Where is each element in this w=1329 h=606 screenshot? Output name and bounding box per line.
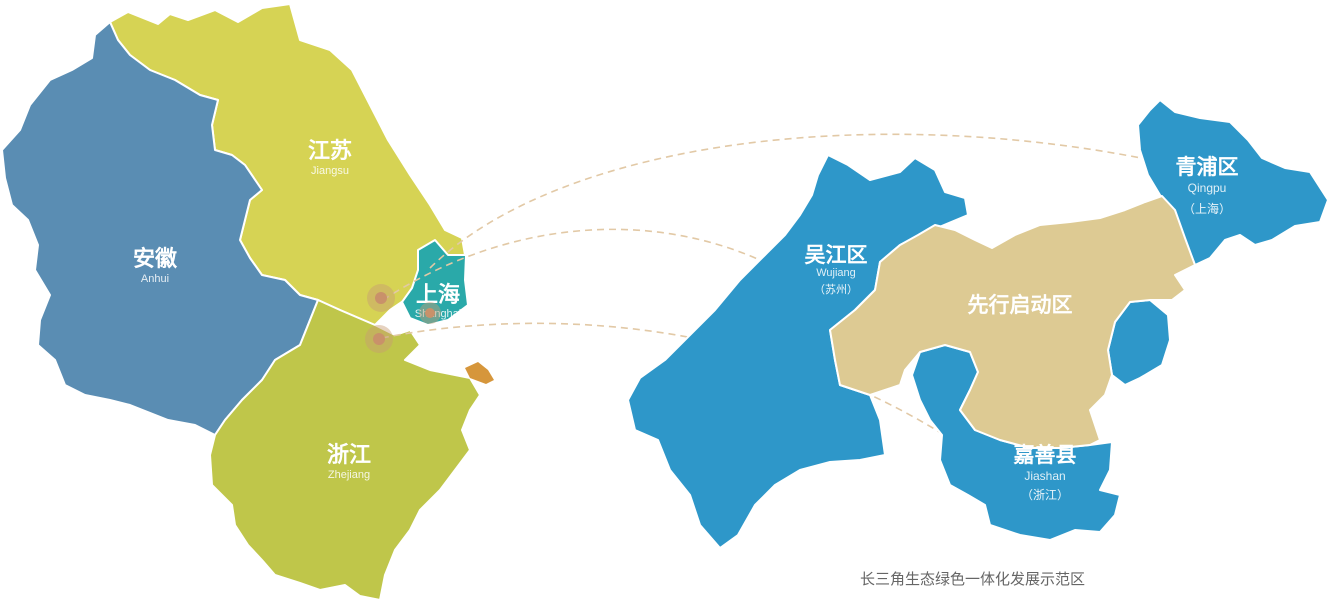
pilot-zone-region[interactable] — [829, 195, 1196, 449]
zhejiang-pinyin: Zhejiang — [328, 469, 370, 481]
anhui-label: 安徽 — [133, 246, 178, 272]
jiashan-label: 嘉善县 — [1014, 443, 1077, 467]
wujiang-parent: （苏州） — [814, 283, 858, 296]
jiangsu-pinyin: Jiangsu — [311, 165, 349, 177]
qingpu-pinyin: Qingpu — [1188, 181, 1227, 195]
marker-wujiang[interactable] — [375, 292, 387, 304]
jiashan-pinyin: Jiashan — [1024, 469, 1065, 483]
map-caption: 长三角生态绿色一体化发展示范区 — [860, 570, 1086, 588]
connector-line-qingpu — [429, 133, 1176, 269]
marker-jiashan[interactable] — [373, 333, 385, 345]
jiashan-parent: （浙江） — [1021, 488, 1069, 502]
shanghai-region[interactable] — [401, 239, 469, 326]
pilot-zone-label: 先行启动区 — [968, 293, 1073, 317]
qingpu-parent: （上海） — [1183, 201, 1231, 216]
wujiang-region[interactable] — [627, 154, 969, 549]
anhui-pinyin: Anhui — [141, 273, 169, 285]
wujiang-label: 吴江区 — [805, 243, 868, 267]
island — [465, 362, 494, 384]
province-map: 安徽 Anhui 江苏 Jiangsu 浙江 Zhejiang 上海 Shang… — [1, 3, 494, 601]
zhejiang-label: 浙江 — [327, 443, 371, 468]
demo-zone-map: 吴江区 Wujiang （苏州） 青浦区 Qingpu （上海） 嘉善县 Jia… — [627, 99, 1329, 549]
qingpu-region[interactable] — [1137, 99, 1329, 266]
marker-qingpu[interactable] — [425, 308, 435, 318]
wujiang-pinyin: Wujiang — [816, 267, 856, 279]
qingpu-label: 青浦区 — [1176, 155, 1239, 179]
jiangsu-label: 江苏 — [308, 138, 352, 164]
location-markers — [365, 284, 441, 353]
zhejiang-region[interactable] — [209, 299, 481, 601]
shanghai-label: 上海 — [416, 282, 460, 308]
